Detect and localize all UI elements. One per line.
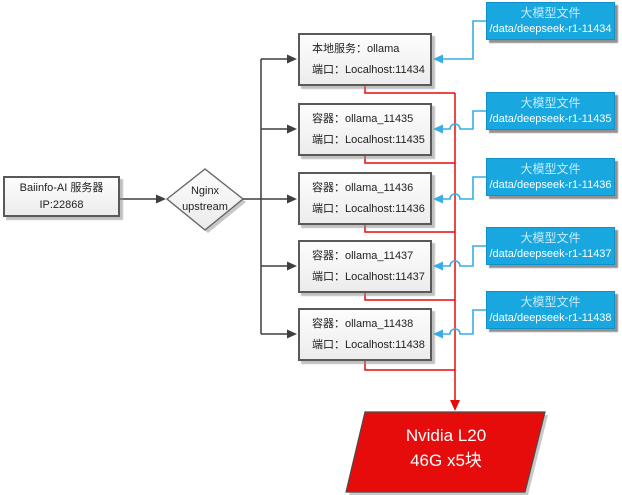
service-name: 本地服务：ollama <box>312 43 400 56</box>
model-file-title: 大模型文件 <box>520 295 581 310</box>
service-port: 端口：Localhost:11434 <box>312 63 425 76</box>
model-file-node-11437: 大模型文件 /data/deepseek-r1-11437 <box>486 227 615 265</box>
service-port: 端口：Localhost:11437 <box>312 270 425 283</box>
arrowhead-into-gpu <box>450 400 460 411</box>
service-port: 端口：Localhost:11435 <box>312 133 425 146</box>
model-file-path: /data/deepseek-r1-11438 <box>489 311 612 324</box>
connector-model2-to-service2 <box>442 110 486 130</box>
gateway-line2: upstream <box>182 200 228 213</box>
connector-service1-to-gpu <box>364 86 455 94</box>
connector-model5-to-service5 <box>442 309 486 335</box>
service-node-11434: 本地服务：ollama 端口：Localhost:11434 <box>298 33 432 86</box>
model-file-path: /data/deepseek-r1-11434 <box>489 22 612 35</box>
model-file-node-11436: 大模型文件 /data/deepseek-r1-11436 <box>486 158 615 196</box>
arrowhead-into-gateway <box>156 194 166 204</box>
arrowhead-model2 <box>433 124 443 134</box>
gateway-line1: Nginx <box>190 184 220 197</box>
service-name: 容器：ollama_11436 <box>312 182 414 195</box>
connector-service2-to-gpu <box>364 156 455 164</box>
connector-model3-to-service3 <box>442 176 486 200</box>
service-node-11438: 容器：ollama_11438 端口：Localhost:11438 <box>298 308 432 361</box>
model-file-node-11434: 大模型文件 /data/deepseek-r1-11434 <box>486 2 615 40</box>
model-file-node-11435: 大模型文件 /data/deepseek-r1-11435 <box>486 92 615 130</box>
arrowhead-model1 <box>433 54 443 64</box>
connector-model1-to-service1 <box>442 20 486 60</box>
connector-service3-to-gpu <box>364 225 455 233</box>
service-port: 端口：Localhost:11436 <box>312 202 425 215</box>
arrowhead-model3 <box>433 194 443 204</box>
arrowhead-into-service1 <box>287 54 297 64</box>
service-node-11437: 容器：ollama_11437 端口：Localhost:11437 <box>298 240 432 293</box>
connector-service4-to-gpu <box>364 293 455 301</box>
server-name: Baiinfo-AI 服务器 <box>19 182 104 194</box>
model-file-title: 大模型文件 <box>520 96 581 111</box>
model-file-title: 大模型文件 <box>520 6 581 21</box>
arrowhead-model4 <box>433 261 443 271</box>
service-name: 容器：ollama_11437 <box>312 250 414 263</box>
arrowhead-into-service4 <box>287 261 297 271</box>
gpu-memory: 46G x5块 <box>410 450 482 470</box>
arrowhead-model5 <box>433 329 443 339</box>
model-file-title: 大模型文件 <box>520 162 581 177</box>
arrowhead-into-service5 <box>287 329 297 339</box>
service-name: 容器：ollama_11435 <box>312 113 414 126</box>
server-ip: IP:22868 <box>39 198 84 211</box>
model-file-title: 大模型文件 <box>520 231 581 246</box>
service-port: 端口：Localhost:11438 <box>312 338 425 351</box>
service-node-11435: 容器：ollama_11435 端口：Localhost:11435 <box>298 103 432 156</box>
model-file-path: /data/deepseek-r1-11437 <box>489 247 612 260</box>
gpu-parallelogram <box>345 411 546 493</box>
model-file-path: /data/deepseek-r1-11435 <box>489 112 612 125</box>
connector-model4-to-service4 <box>442 245 486 267</box>
model-file-node-11438: 大模型文件 /data/deepseek-r1-11438 <box>486 291 615 329</box>
model-file-path: /data/deepseek-r1-11436 <box>489 178 612 191</box>
connector-service5-to-gpu <box>364 361 455 371</box>
gpu-node: Nvidia L20 46G x5块 <box>356 424 536 473</box>
service-name: 容器：ollama_11438 <box>312 318 414 331</box>
service-node-11436: 容器：ollama_11436 端口：Localhost:11436 <box>298 172 432 225</box>
arrowhead-into-service2 <box>287 124 297 134</box>
gateway-node: Nginx upstream <box>167 169 243 230</box>
arrowhead-into-service3 <box>287 194 297 204</box>
gpu-model: Nvidia L20 <box>405 426 487 445</box>
server-node: Baiinfo-AI 服务器 IP:22868 <box>3 176 120 217</box>
